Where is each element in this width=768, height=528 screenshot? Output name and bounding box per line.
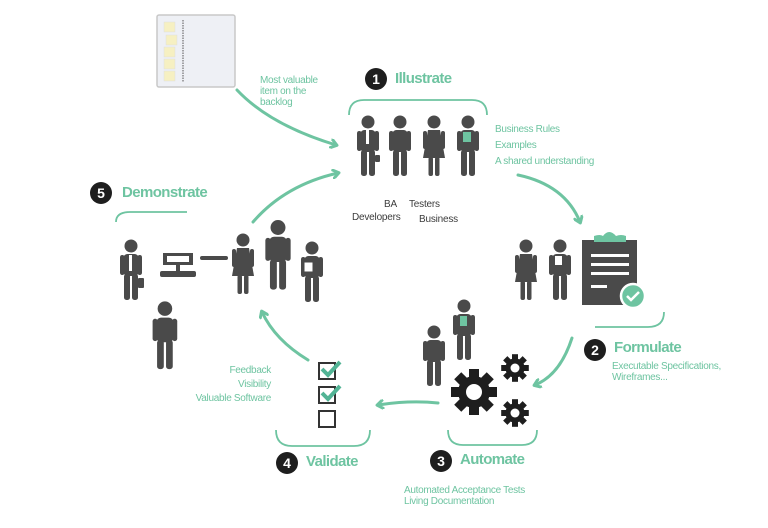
bracket-illustrate (348, 99, 488, 116)
step-3-badge: 3 (430, 450, 452, 472)
arrow-automate-to-validate (378, 402, 440, 405)
demonstrate-people-icon (152, 301, 178, 370)
arrow-formulate-to-automate (535, 336, 574, 385)
step-2-notes: Executable Specifications, Wireframes... (612, 361, 721, 383)
role-business: Business (419, 214, 458, 225)
step-2-title: Formulate (614, 339, 682, 356)
laptop-icon (160, 253, 196, 277)
gears-icon (441, 348, 535, 433)
step-1-badge: 1 (365, 68, 387, 90)
role-testers: Testers (409, 199, 440, 210)
role-developers: Developers (352, 212, 401, 223)
bracket-demonstrate (115, 211, 187, 223)
automate-people-icon (423, 299, 475, 386)
step-3-notes: Automated Acceptance Tests Living Docume… (404, 485, 525, 507)
step-4-badge: 4 (276, 452, 298, 474)
checklist-icon (318, 360, 342, 428)
step-5-title: Demonstrate (122, 184, 208, 201)
arrow-demonstrate-to-illustrate (251, 173, 338, 224)
step-2-badge: 2 (584, 339, 606, 361)
step-3-title: Automate (460, 451, 525, 468)
backlog-board-icon (156, 14, 236, 88)
arrow-validate-to-demonstrate (262, 312, 310, 362)
bracket-formulate (595, 311, 665, 328)
illustrate-people-icon (357, 115, 479, 176)
clipboard-check-icon (582, 232, 647, 310)
step-4-notes: Feedback Visibility Valuable Software (195, 365, 272, 404)
formulate-people-icon (515, 239, 571, 300)
bracket-automate (447, 429, 538, 446)
bracket-validate (275, 429, 371, 447)
arrow-backlog-to-illustrate (235, 88, 336, 145)
step-5-badge: 5 (90, 182, 112, 204)
step-4-title: Validate (306, 453, 359, 470)
step-1-title: Illustrate (395, 70, 452, 87)
backlog-caption: Most valuable item on the backlog (260, 75, 318, 108)
arrow-illustrate-to-formulate (516, 173, 580, 222)
step-1-notes: Business Rules Examples A shared underst… (495, 124, 595, 167)
role-ba: BA (384, 199, 397, 210)
